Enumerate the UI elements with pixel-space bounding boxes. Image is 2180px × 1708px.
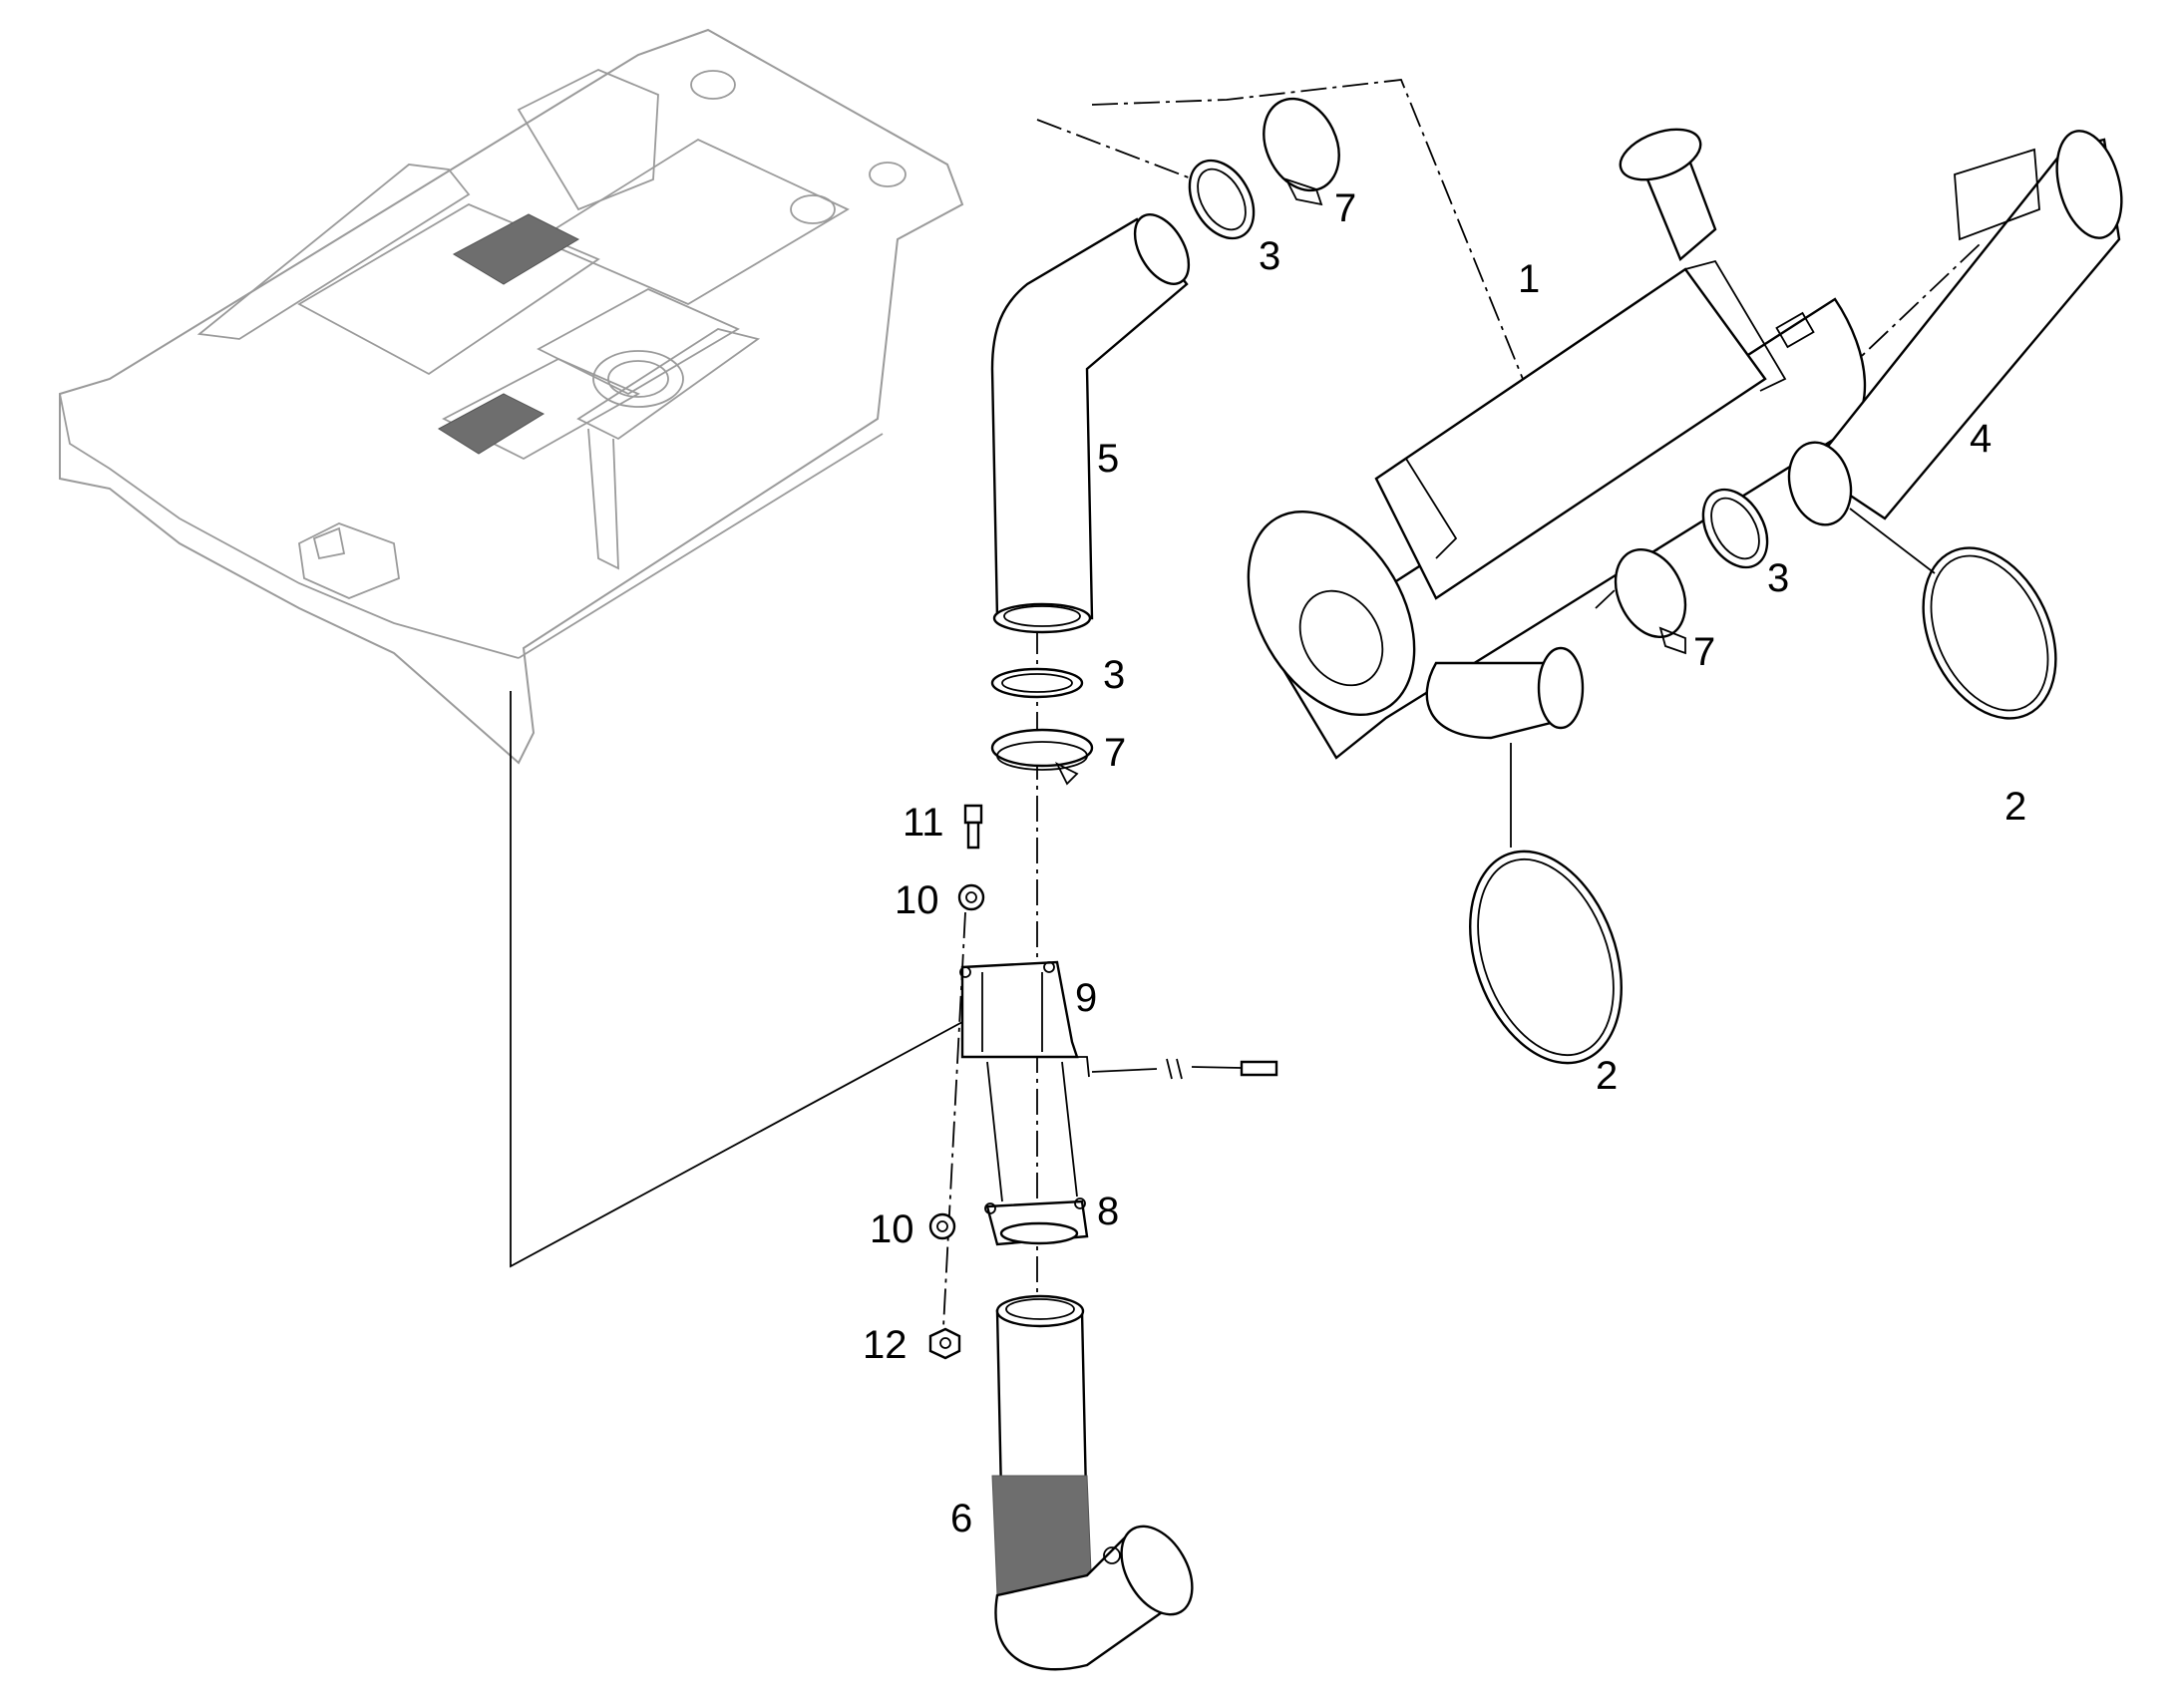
part-10-washer-upper bbox=[957, 883, 985, 911]
part-1-muffler bbox=[1247, 128, 1867, 760]
callout-12: 12 bbox=[863, 1323, 908, 1367]
part-10-washer-lower bbox=[928, 1212, 956, 1240]
part-5-bent-pipe bbox=[990, 213, 1191, 634]
callout-3-top: 3 bbox=[1259, 234, 1280, 278]
callout-labels: 1 2 2 3 3 3 4 5 6 7 7 7 8 9 10 10 11 12 bbox=[863, 186, 2026, 1540]
callout-2-bottom: 2 bbox=[1596, 1054, 1618, 1098]
machine-chassis-deck bbox=[59, 28, 964, 765]
part-2-band-clamps bbox=[1469, 508, 2057, 1065]
part-12-nut bbox=[928, 1327, 961, 1360]
part-6-tailpipe bbox=[991, 1294, 1194, 1671]
callout-2-right: 2 bbox=[2004, 785, 2026, 829]
part-8-lower-clamp bbox=[984, 1197, 1089, 1246]
part-11-bolt bbox=[963, 804, 983, 850]
callout-10-upper: 10 bbox=[895, 878, 939, 922]
part-7-clamps bbox=[990, 97, 1687, 786]
callout-7-top: 7 bbox=[1334, 186, 1356, 230]
callout-6: 6 bbox=[950, 1497, 972, 1540]
callout-3-right: 3 bbox=[1767, 556, 1789, 600]
callout-7-middle: 7 bbox=[1104, 731, 1126, 775]
callout-5: 5 bbox=[1097, 437, 1119, 481]
callout-1: 1 bbox=[1518, 257, 1540, 301]
callout-8: 8 bbox=[1097, 1190, 1119, 1233]
part-3-gaskets bbox=[990, 159, 1769, 699]
callout-4: 4 bbox=[1970, 417, 1992, 461]
part-9-bracket bbox=[959, 960, 1278, 1202]
part-4-outlet-pipe bbox=[1787, 130, 2123, 526]
mounting-leader-lines bbox=[510, 691, 963, 1268]
callout-11: 11 bbox=[903, 801, 944, 845]
callout-9: 9 bbox=[1075, 976, 1097, 1020]
callout-3-middle: 3 bbox=[1103, 653, 1125, 697]
callout-10-lower: 10 bbox=[870, 1207, 914, 1251]
callout-7-right: 7 bbox=[1693, 630, 1715, 674]
